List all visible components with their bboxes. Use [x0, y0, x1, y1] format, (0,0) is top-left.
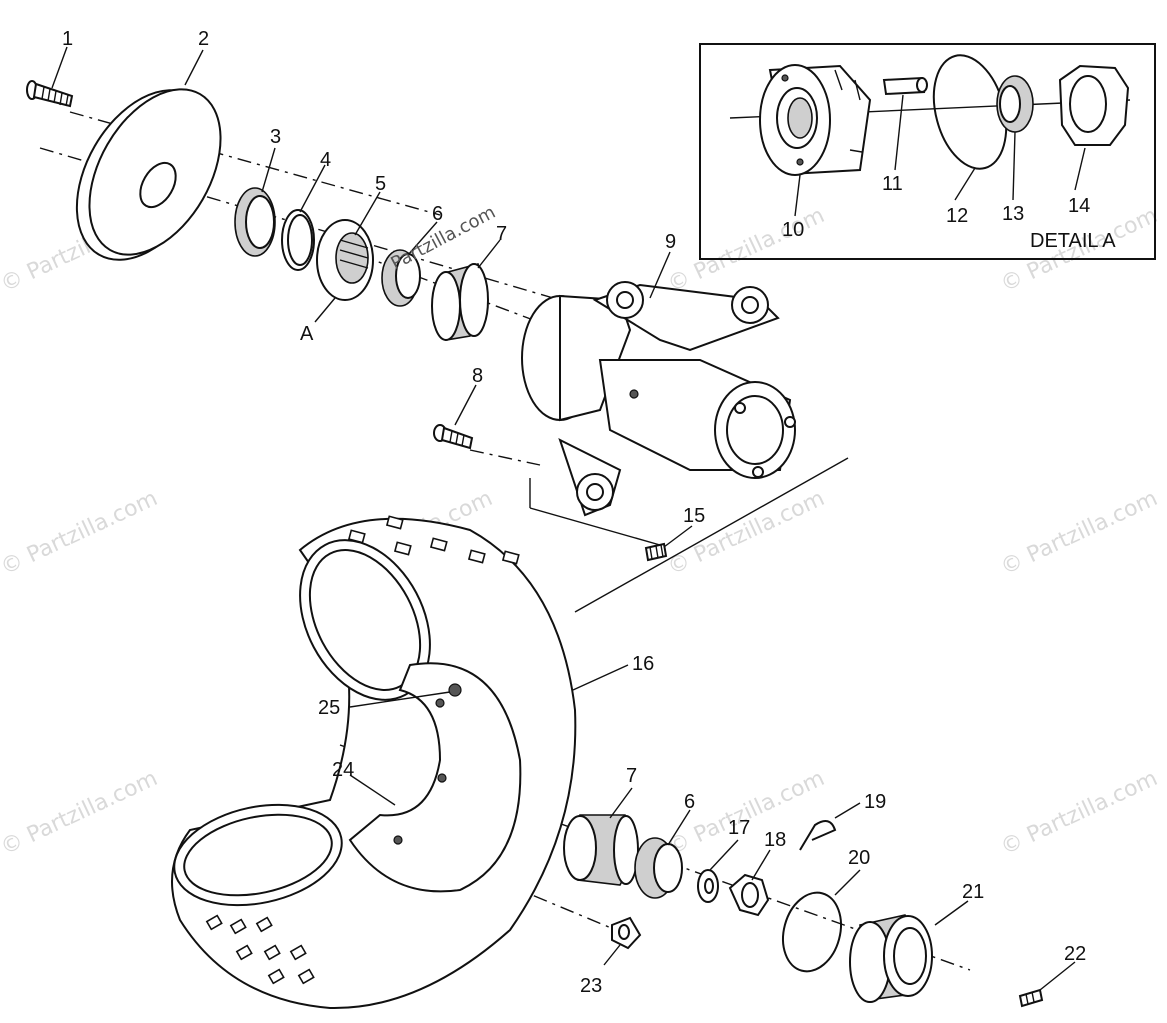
callout-9: 9 [665, 231, 676, 253]
part-18-castle-nut [728, 873, 770, 917]
watermark: © Partzilla.com [0, 766, 161, 860]
callout-letter-a: A [300, 323, 314, 345]
callout-13: 13 [1002, 203, 1024, 225]
callout-14: 14 [1068, 195, 1090, 217]
callout-17: 17 [728, 817, 750, 839]
callout-2: 2 [198, 28, 209, 50]
part-8-bolt [433, 424, 474, 450]
callout-8: 8 [472, 365, 483, 387]
part-24-wheel-rim [348, 662, 522, 893]
callout-23: 23 [580, 975, 602, 997]
leader-lines [51, 46, 1086, 991]
callout-3: 3 [270, 126, 281, 148]
callout-10: 10 [782, 219, 804, 241]
watermark: © Partzilla.com [997, 766, 1161, 860]
part-5-clutch-assembly [316, 219, 374, 301]
part-6-bearing-upper [381, 249, 421, 307]
part-23-nut [611, 916, 642, 950]
part-7-race-lower [563, 814, 639, 886]
part-15-grease-fitting [644, 542, 668, 562]
callout-12: 12 [946, 205, 968, 227]
callout-24: 24 [332, 759, 354, 781]
callout-20: 20 [848, 847, 870, 869]
bolt-axis-line [469, 449, 541, 466]
detail-a-box [699, 43, 1156, 260]
callout-7-upper: 7 [496, 223, 507, 245]
callout-19: 19 [864, 791, 886, 813]
part-11-pin [882, 76, 928, 96]
callout-5: 5 [375, 173, 386, 195]
callout-7-lower: 7 [626, 765, 637, 787]
callout-16: 16 [632, 653, 654, 675]
callout-11: 11 [882, 173, 903, 195]
part-21-hub-cap [849, 914, 933, 1003]
callout-4: 4 [320, 149, 331, 171]
watermark: © Partzilla.com [997, 486, 1161, 580]
hub-leader-line [529, 507, 661, 546]
part-16-tire [171, 515, 577, 1010]
callout-18: 18 [764, 829, 786, 851]
watermark: © Partzilla.com [664, 486, 828, 580]
watermark: © Partzilla.com [664, 203, 828, 297]
part-19-cotter-pin [799, 820, 837, 851]
part-9-hub-knuckle [521, 281, 796, 517]
part-17-washer [697, 869, 719, 903]
part-20-o-ring [782, 891, 842, 973]
callout-1: 1 [62, 28, 73, 50]
part-10-clutch-body [759, 64, 872, 176]
callout-22: 22 [1064, 943, 1086, 965]
callout-6-lower: 6 [684, 791, 695, 813]
part-13-washer [996, 75, 1034, 133]
part-6-bearing-lower [634, 837, 683, 899]
callout-15: 15 [683, 505, 705, 527]
part-7-race-upper [431, 263, 489, 341]
part-2-brake-disc [75, 88, 222, 261]
hub-leader-line [574, 457, 849, 613]
callout-labels: 1 2 3 4 5 6 7 A 9 8 15 11 10 12 13 14 DE… [62, 28, 1116, 997]
part-25-valve-stem [448, 683, 462, 697]
watermark: © Partzilla.com [0, 486, 161, 580]
callout-21: 21 [962, 881, 984, 903]
callout-6-upper: 6 [432, 203, 443, 225]
part-14-nut [1058, 64, 1130, 146]
callout-25: 25 [318, 697, 340, 719]
detail-a-title: DETAIL A [1030, 230, 1116, 252]
part-22-screw [1018, 988, 1044, 1008]
part-1-screw [26, 80, 74, 108]
part-3-seal [234, 187, 276, 257]
part-4-snap-ring [281, 209, 315, 271]
